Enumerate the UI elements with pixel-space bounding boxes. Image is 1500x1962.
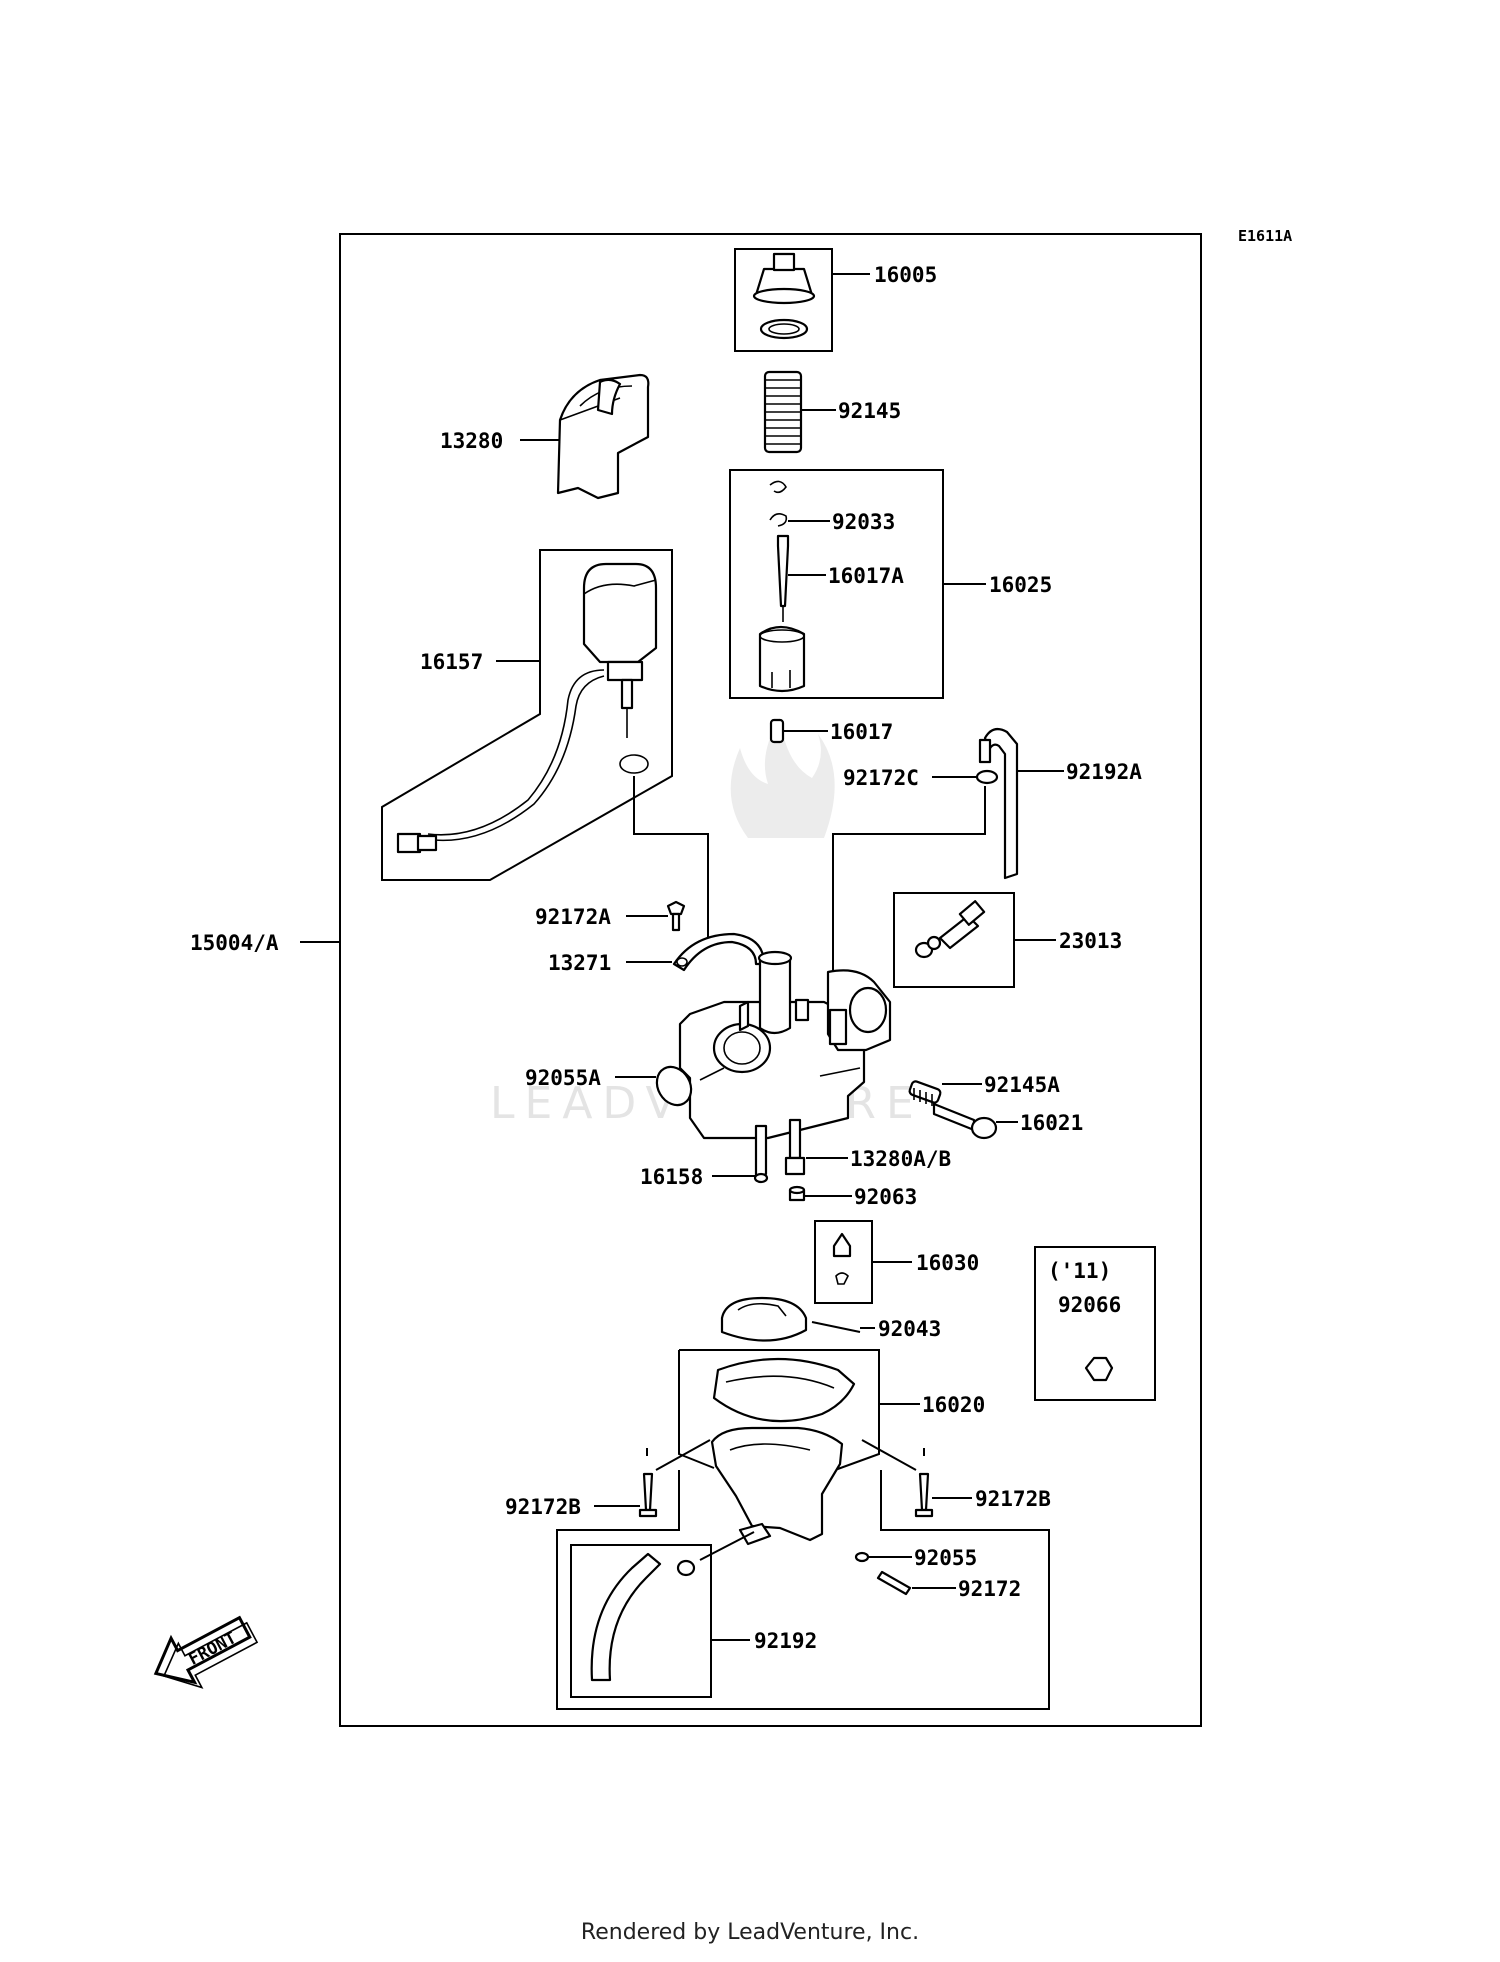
part-label-92192A[interactable]: 92192A bbox=[1066, 760, 1142, 784]
fuel-hose-icon[interactable] bbox=[590, 1552, 696, 1682]
o-ring-icon[interactable] bbox=[650, 1061, 698, 1112]
render-credit: Rendered by LeadVenture, Inc. bbox=[580, 1920, 920, 1945]
part-label-13280[interactable]: 13280 bbox=[440, 429, 503, 453]
chamber-screw-right-icon[interactable] bbox=[914, 1472, 934, 1518]
pilot-screw-icon[interactable] bbox=[932, 1102, 998, 1140]
part-label-23013[interactable]: 23013 bbox=[1059, 929, 1122, 953]
jet-icon[interactable] bbox=[769, 718, 785, 744]
clamp-plate-icon[interactable] bbox=[672, 932, 766, 972]
part-label-16017A[interactable]: 16017A bbox=[828, 564, 904, 588]
needle-clip-icon[interactable] bbox=[769, 480, 788, 527]
part-label-16030[interactable]: 16030 bbox=[916, 1251, 979, 1275]
part-label-16021[interactable]: 16021 bbox=[1020, 1111, 1083, 1135]
part-label-16025[interactable]: 16025 bbox=[989, 573, 1052, 597]
part-label-92063[interactable]: 92063 bbox=[854, 1185, 917, 1209]
part-label-15004A[interactable]: 15004/A bbox=[190, 931, 279, 955]
part-label-92172[interactable]: 92172 bbox=[958, 1577, 1021, 1601]
screw-icon[interactable] bbox=[666, 900, 686, 932]
part-label-13271[interactable]: 13271 bbox=[548, 951, 611, 975]
chamber-screw-left-icon[interactable] bbox=[638, 1472, 658, 1518]
float-pin-icon[interactable] bbox=[811, 1321, 861, 1333]
carburetor-body-icon[interactable] bbox=[678, 950, 892, 1140]
diagram-frame bbox=[339, 233, 1202, 1727]
part-label-92192[interactable]: 92192 bbox=[754, 1629, 817, 1653]
year-note: ('11) bbox=[1048, 1259, 1111, 1283]
plug-icon[interactable] bbox=[1084, 1356, 1114, 1382]
part-label-16157[interactable]: 16157 bbox=[420, 650, 483, 674]
part-label-16020[interactable]: 16020 bbox=[922, 1393, 985, 1417]
part-label-92172A[interactable]: 92172A bbox=[535, 905, 611, 929]
hose-clamp-icon[interactable] bbox=[975, 769, 999, 785]
part-label-13280AB[interactable]: 13280A/B bbox=[850, 1147, 951, 1171]
float-valve-icon[interactable] bbox=[832, 1232, 852, 1285]
part-label-16005[interactable]: 16005 bbox=[874, 263, 937, 287]
part-label-92172C[interactable]: 92172C bbox=[843, 766, 919, 790]
drain-plug-icon[interactable] bbox=[788, 1185, 806, 1202]
part-label-92055[interactable]: 92055 bbox=[914, 1546, 977, 1570]
part-label-92033[interactable]: 92033 bbox=[832, 510, 895, 534]
rubber-cover-icon[interactable] bbox=[556, 373, 650, 500]
part-label-16017[interactable]: 16017 bbox=[830, 720, 893, 744]
drain-screw-icon[interactable] bbox=[876, 1570, 912, 1596]
vent-tube-icon[interactable] bbox=[978, 727, 1019, 880]
throttle-valve-icon[interactable] bbox=[758, 625, 806, 693]
part-label-16158[interactable]: 16158 bbox=[640, 1165, 703, 1189]
part-label-92172B-right[interactable]: 92172B bbox=[975, 1487, 1051, 1511]
part-label-92172B-left[interactable]: 92172B bbox=[505, 1495, 581, 1519]
needle-jet-icon[interactable] bbox=[753, 1124, 769, 1184]
jet-needle-icon[interactable] bbox=[776, 534, 790, 622]
part-label-92043[interactable]: 92043 bbox=[878, 1317, 941, 1341]
part-label-92145A[interactable]: 92145A bbox=[984, 1073, 1060, 1097]
front-arrow-icon: FRONT bbox=[153, 1615, 259, 1689]
float-icon[interactable] bbox=[720, 1296, 808, 1342]
throttle-spring-icon[interactable] bbox=[763, 370, 803, 454]
idle-screw-icon[interactable] bbox=[914, 900, 986, 959]
part-label-92066[interactable]: 92066 bbox=[1058, 1293, 1121, 1317]
auto-choke-unit-icon[interactable] bbox=[396, 562, 658, 854]
float-chamber-icon[interactable] bbox=[710, 1426, 844, 1546]
part-label-92055A[interactable]: 92055A bbox=[525, 1066, 601, 1090]
diagram-code: E1611A bbox=[1238, 227, 1292, 245]
idle-spring-icon[interactable] bbox=[908, 1080, 942, 1106]
carburetor-cap-icon[interactable] bbox=[752, 252, 816, 340]
o-ring-small-icon[interactable] bbox=[854, 1551, 870, 1563]
main-jet-icon[interactable] bbox=[784, 1118, 806, 1176]
float-chamber-gasket-icon[interactable] bbox=[712, 1357, 856, 1423]
part-label-92145[interactable]: 92145 bbox=[838, 399, 901, 423]
